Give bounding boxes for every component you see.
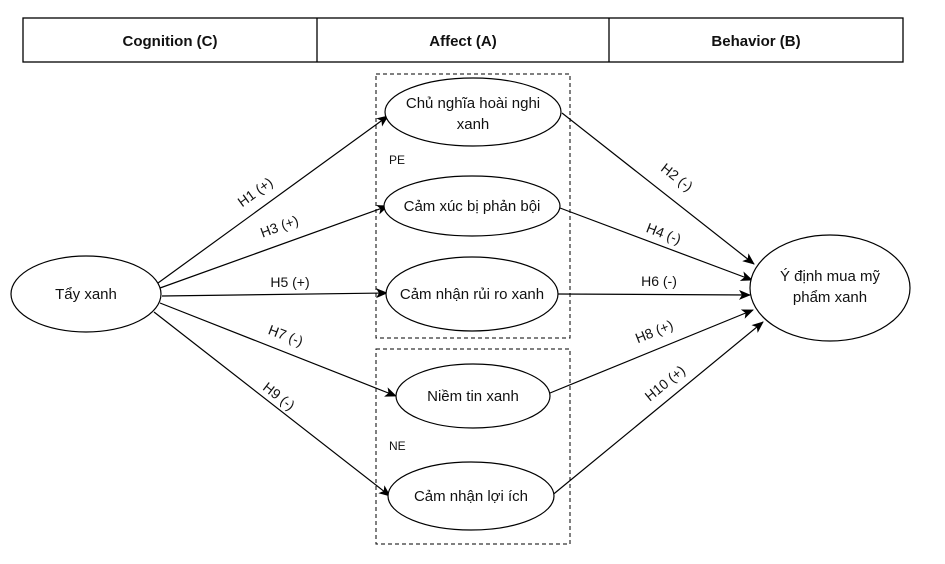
edge-label-h4: H4 (-): [644, 219, 683, 247]
node-skepticism: Chủ nghĩa hoài nghi xanh: [384, 77, 562, 147]
edge-h5: [161, 288, 388, 299]
node-risk-label: Cảm nhận rủi ro xanh: [400, 286, 544, 303]
node-benefit: Cảm nhận lợi ích: [387, 461, 555, 531]
header-border: [22, 17, 904, 63]
node-risk: Cảm nhận rủi ro xanh: [385, 256, 559, 332]
edge-label-h7: H7 (-): [266, 321, 305, 349]
node-tay-xanh: Tẩy xanh: [10, 255, 162, 333]
edge-label-h5: H5 (+): [270, 274, 309, 290]
node-intention-label-line2: phẩm xanh: [793, 289, 867, 306]
edge-label-h9: H9 (-): [260, 379, 298, 414]
edge-h3: [159, 205, 389, 289]
node-trust-shape: [395, 363, 551, 429]
node-trust: Niềm tin xanh: [395, 363, 551, 429]
header-cognition: Cognition (C): [123, 33, 218, 50]
header-table: Cognition (C) Affect (A) Behavior (B): [22, 17, 904, 63]
edge-h6: [556, 289, 751, 300]
node-risk-shape: [385, 256, 559, 332]
node-betrayal-label: Cảm xúc bị phản bội: [404, 198, 541, 215]
group-ne: NE: [375, 348, 571, 545]
header-behavior: Behavior (B): [711, 33, 800, 50]
node-intention-label-line1: Ý định mua mỹ: [780, 268, 881, 285]
header-affect: Affect (A): [429, 33, 497, 50]
edge-h10: [549, 321, 764, 498]
edge-label-h3: H3 (+): [258, 212, 300, 240]
edge-label-h1: H1 (+): [234, 174, 275, 210]
group-pe-label: PE: [389, 153, 405, 167]
node-tay-xanh-shape: [10, 255, 162, 333]
node-skepticism-label-line1: Chủ nghĩa hoài nghi: [406, 95, 540, 112]
node-benefit-label: Cảm nhận lợi ích: [414, 488, 528, 505]
group-ne-label: NE: [389, 439, 406, 453]
edge-h4: [559, 207, 753, 281]
edge-label-h2: H2 (-): [658, 160, 696, 195]
group-ne-box: [375, 348, 571, 545]
node-skepticism-shape: [384, 77, 562, 147]
node-intention-shape: [749, 234, 911, 342]
edge-h1: [157, 115, 389, 284]
node-tay-xanh-label: Tẩy xanh: [55, 286, 117, 303]
node-betrayal-shape: [383, 175, 561, 237]
edge-h9: [153, 311, 391, 497]
node-betrayal: Cảm xúc bị phản bội: [383, 175, 561, 237]
edge-h7: [159, 302, 397, 397]
node-skepticism-label-line2: xanh: [457, 116, 490, 133]
edge-label-h10: H10 (+): [642, 362, 689, 404]
node-benefit-shape: [387, 461, 555, 531]
edge-label-h8: H8 (+): [633, 317, 675, 347]
edge-label-h6: H6 (-): [641, 273, 677, 289]
edge-h8: [549, 309, 754, 394]
edges: [153, 112, 764, 498]
node-intention: Ý định mua mỹ phẩm xanh: [749, 234, 911, 342]
node-trust-label: Niềm tin xanh: [427, 388, 519, 405]
edge-h2: [561, 112, 755, 265]
